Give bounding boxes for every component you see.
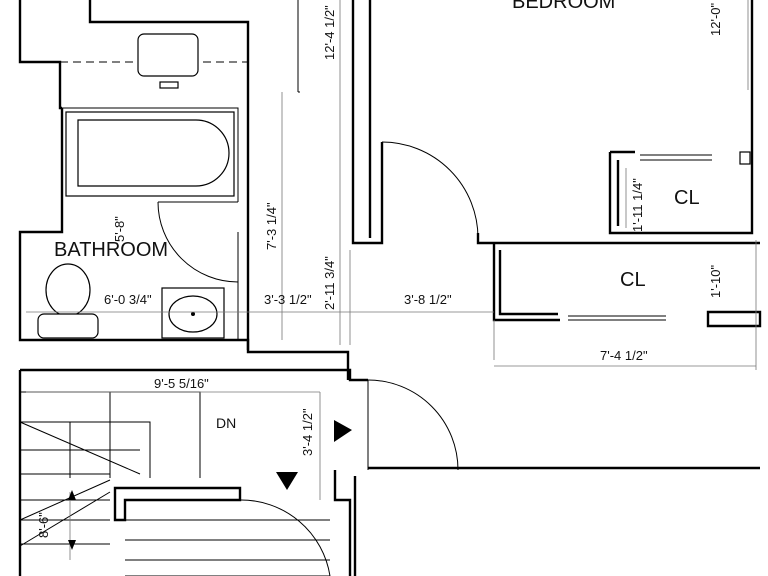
dim-9-5-5-16: 9'-5 5/16" [154,376,209,391]
dim-12-4-half: 12'-4 1/2" [322,5,337,60]
doors [157,141,751,576]
dim-3-8-half: 3'-8 1/2" [404,292,452,307]
stairs [19,391,330,576]
wall-bedroom-left [351,0,384,245]
stair-arrow-down-icon [276,472,298,490]
wall-bath-right [88,0,250,350]
vanity-faucet [159,81,179,89]
wall-closet-upper-inner [610,150,635,226]
dim-1-10: 1'-10" [708,264,723,298]
closet-upper-stop [739,151,751,165]
dimension-lines [26,0,757,560]
dim-2-11-3q: 2'-11 3/4" [322,256,337,310]
stair-door-swing [367,379,459,471]
dim-3-3-half: 3'-3 1/2" [264,292,312,307]
toilet-bowl [45,263,91,317]
room-label-bathroom: BATHROOM [54,239,168,261]
vanity-sink [137,33,199,77]
wall-bath-inner [26,107,239,340]
room-label-bedroom: BEDROOM [512,0,615,13]
stair-break [19,479,111,547]
wall-bedroom-bottom [476,233,760,245]
bath-door-swing [157,201,239,283]
dim-7-3-quarter: 7'-3 1/4" [264,202,279,250]
wall-stairs-top [20,368,368,382]
wall-closet-lower-right [706,310,762,328]
dim-arrow-up-icon [68,490,76,500]
dim-3-4-half: 3'-4 1/2" [300,408,315,456]
stair-diagonal [19,421,141,475]
dim-6-0-3q: 6'-0 3/4" [104,292,152,307]
stair-lower-run [125,519,330,576]
fixtures [37,33,248,339]
dim-1-11-quarter: 1'-11 1/4" [630,178,645,232]
wall-closet-lower [492,243,560,322]
wall-stair-landing [113,486,242,522]
dim-7-4-half: 7'-4 1/2" [600,348,648,363]
bedroom-door-swing [381,141,479,239]
lavatory-drain [191,312,195,316]
toilet-tank [37,313,99,339]
room-label-closet-upper: CL [674,187,700,209]
bathtub-basin [77,119,230,187]
wall-stairs-right [333,470,357,576]
dim-arrow-down-icon [68,540,76,550]
hall-door-swing [239,499,331,576]
room-label-closet-lower: CL [620,269,646,291]
dim-5-8: 5'-8" [112,216,127,242]
stair-arrow-right-icon [334,420,352,442]
dim-8-6: 8'-6" [36,512,51,538]
wall-corridor-left [297,0,300,93]
wall-closet-upper [608,0,754,235]
walls [18,0,762,576]
stairs-label: DN [216,415,236,431]
dim-12-0: 12'-0" [708,2,723,36]
